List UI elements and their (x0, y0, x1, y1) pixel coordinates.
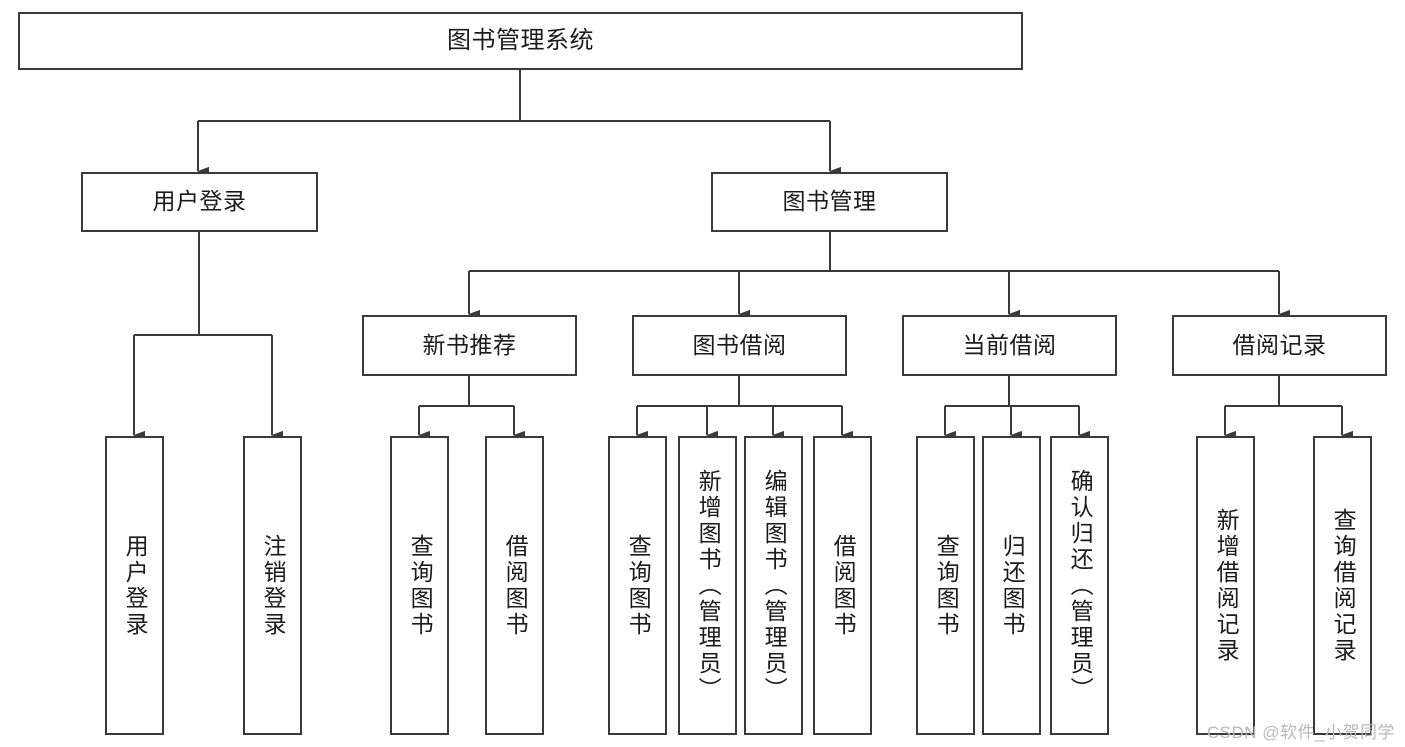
node-leaf-borrow-book-2-label: 借阅图书 (830, 533, 857, 638)
node-leaf-confirm-return-label: 确认归还（管理员） (1067, 468, 1094, 703)
node-leaf-add-record-label: 新增借阅记录 (1213, 507, 1240, 664)
node-leaf-logout-login[interactable]: 注销登录 (243, 436, 302, 735)
node-leaf-borrow-book-2[interactable]: 借阅图书 (813, 436, 872, 735)
node-leaf-edit-book-label: 编辑图书（管理员） (761, 468, 788, 703)
node-leaf-return-book-label: 归还图书 (999, 533, 1026, 638)
node-leaf-query-book-2-label: 查询图书 (625, 533, 652, 638)
node-leaf-query-book-3-label: 查询图书 (933, 533, 960, 638)
node-leaf-add-book-label: 新增图书（管理员） (695, 468, 722, 703)
node-leaf-query-book-2[interactable]: 查询图书 (608, 436, 667, 735)
node-leaf-borrow-book-1-label: 借阅图书 (502, 533, 529, 638)
node-leaf-borrow-book-1[interactable]: 借阅图书 (485, 436, 544, 735)
csdn-watermark: CSDN @软件_小贺同学 (1206, 723, 1395, 742)
node-current-borrow-label: 当前借阅 (962, 331, 1057, 358)
node-current-borrow[interactable]: 当前借阅 (902, 315, 1117, 376)
node-root-label: 图书管理系统 (447, 26, 594, 54)
node-book-borrow-label: 图书借阅 (692, 331, 787, 358)
node-leaf-user-login-label: 用户登录 (122, 533, 149, 638)
node-new-book-recommend[interactable]: 新书推荐 (362, 315, 577, 376)
node-leaf-add-book[interactable]: 新增图书（管理员） (678, 436, 737, 735)
node-leaf-query-book-3[interactable]: 查询图书 (916, 436, 975, 735)
node-leaf-user-login[interactable]: 用户登录 (105, 436, 164, 735)
node-user-login-label: 用户登录 (152, 188, 247, 215)
node-leaf-query-book-1[interactable]: 查询图书 (390, 436, 449, 735)
node-leaf-query-book-1-label: 查询图书 (407, 533, 434, 638)
node-new-book-recommend-label: 新书推荐 (422, 331, 517, 358)
node-book-borrow[interactable]: 图书借阅 (632, 315, 847, 376)
node-borrow-record[interactable]: 借阅记录 (1172, 315, 1387, 376)
node-leaf-return-book[interactable]: 归还图书 (982, 436, 1041, 735)
node-leaf-query-record-label: 查询借阅记录 (1330, 507, 1357, 664)
node-leaf-confirm-return[interactable]: 确认归还（管理员） (1050, 436, 1109, 735)
node-leaf-logout-login-label: 注销登录 (260, 533, 287, 638)
node-user-login[interactable]: 用户登录 (81, 172, 318, 232)
node-leaf-add-record[interactable]: 新增借阅记录 (1196, 436, 1255, 735)
node-root[interactable]: 图书管理系统 (18, 12, 1023, 70)
node-leaf-edit-book[interactable]: 编辑图书（管理员） (744, 436, 803, 735)
node-leaf-query-record[interactable]: 查询借阅记录 (1313, 436, 1372, 735)
node-book-management[interactable]: 图书管理 (711, 172, 948, 232)
node-borrow-record-label: 借阅记录 (1232, 331, 1327, 358)
node-book-management-label: 图书管理 (782, 188, 877, 215)
